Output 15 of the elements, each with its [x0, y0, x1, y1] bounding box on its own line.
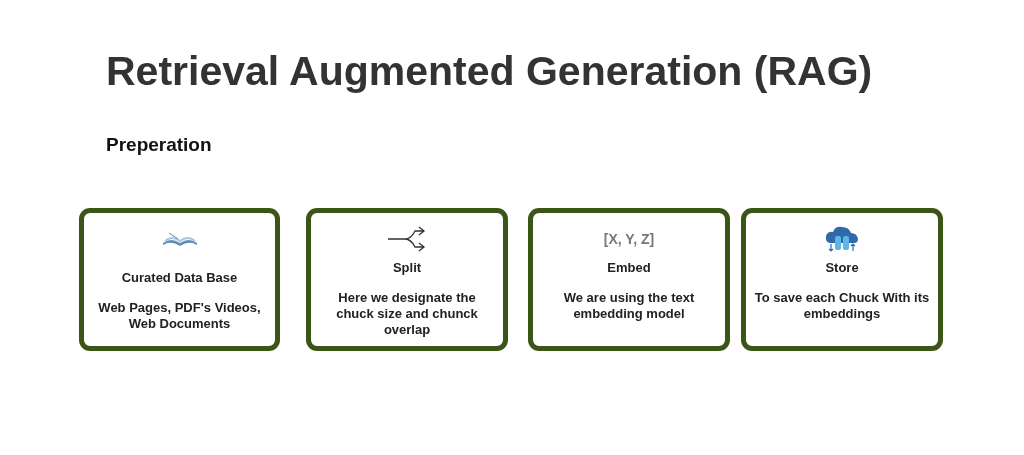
step-title: Embed [606, 260, 652, 276]
section-heading: Preperation [106, 134, 212, 156]
step-card [741, 208, 943, 351]
step-card [528, 208, 730, 351]
step-card [79, 208, 280, 351]
vector-notation: [X, Y, Z] [603, 231, 655, 247]
step-description: We are using the text embedding model [562, 290, 696, 322]
step-description: To save each Chuck With its embeddings [753, 290, 931, 322]
step-title: Curated Data Base [120, 270, 239, 286]
step-description: Web Pages, PDF's Videos, Web Documents [97, 300, 262, 332]
step-card [306, 208, 508, 351]
title: Retrieval Augmented Generation (RAG) [106, 48, 873, 95]
step-title: Split [391, 260, 423, 276]
step-description: Here we designate the chuck size and chunck overlap [335, 290, 479, 338]
step-title: Store [824, 260, 860, 276]
